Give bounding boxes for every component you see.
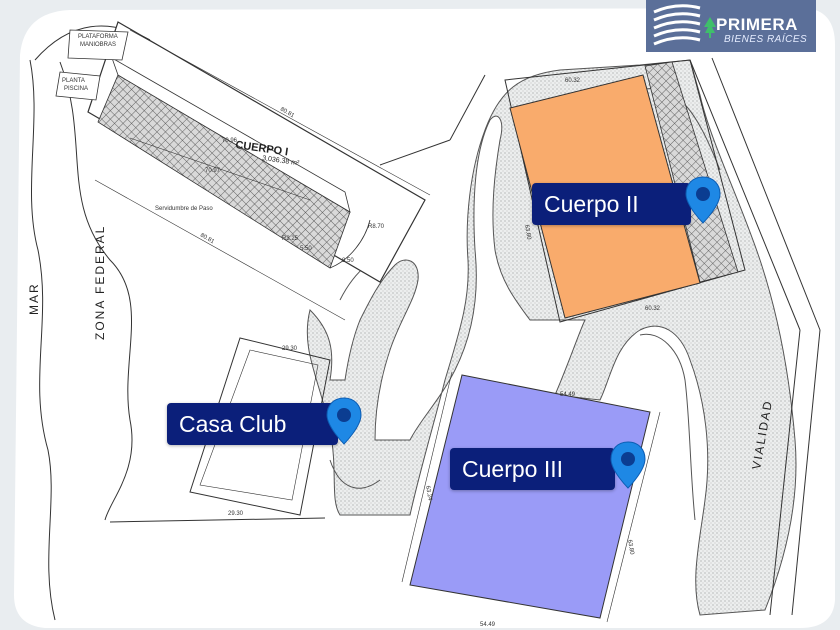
cuerpo-3-block: 54.49 54.49 63.24 63.80 — [401, 371, 661, 628]
cuerpo-2-location-pin-icon[interactable] — [683, 175, 723, 225]
coastline — [29, 59, 56, 621]
zona-federal-label: ZONA FEDERAL — [93, 225, 107, 340]
plataforma-label-1: PLATAFORMA — [78, 34, 118, 40]
road-curve-2 — [329, 459, 381, 489]
vialidad-edge-c — [769, 329, 801, 616]
dim-63-24: 63.24 — [424, 485, 433, 501]
dim-60-32-bottom: 60.32 — [645, 306, 661, 312]
cuerpo-1-block: PLATAFORMA MANIOBRAS PLANTA PISCINA CUER… — [55, 21, 431, 321]
brand-tree-icon — [704, 17, 716, 38]
dim-63-80-c3: 63.80 — [626, 539, 635, 555]
dim-70-96: 70.96 — [222, 138, 238, 144]
dim-54-49-bottom: 54.49 — [480, 622, 496, 628]
brand-subtitle: BIENES RAÍCES — [724, 34, 808, 45]
dim-r8-70: R8.70 — [368, 224, 385, 230]
casa-club-callout-label: Casa Club — [179, 411, 287, 437]
road-curve-3 — [639, 333, 696, 521]
dim-70-97: 70.97 — [205, 168, 221, 174]
planta-label-1: PLANTA — [62, 78, 85, 84]
boundary-diag-2 — [379, 139, 451, 166]
vialidad-edge-d — [791, 329, 821, 616]
cuerpo-3-fill — [409, 374, 651, 619]
boundary-diag — [449, 74, 486, 141]
dim-r3-25: R3.25 — [282, 236, 299, 242]
vialidad-edge-a — [689, 59, 801, 331]
cuerpo-3-callout-label: Cuerpo III — [462, 456, 563, 482]
servidumbre-label: Servidumbre de Paso — [155, 206, 213, 212]
planta-label-2: PISCINA — [64, 86, 88, 92]
casa-club-location-pin-icon[interactable] — [324, 396, 364, 446]
brand-logo: PRIMERA BIENES RAÍCES — [646, 0, 816, 52]
cuerpo-2-callout[interactable]: Cuerpo II — [532, 183, 691, 225]
cuerpo-3-callout[interactable]: Cuerpo III — [450, 448, 615, 490]
plataforma-label-2: MANIOBRAS — [80, 42, 116, 48]
brand-name: PRIMERA — [716, 15, 798, 34]
cuerpo-2-callout-label: Cuerpo II — [544, 191, 639, 217]
brand-stripes-icon — [653, 4, 701, 46]
dim-29-30-top: 29.30 — [282, 346, 298, 352]
casa-club-callout[interactable]: Casa Club — [167, 403, 339, 445]
dim-63-80: 63.80 — [523, 224, 532, 240]
dim-8-50: 8.50 — [342, 258, 354, 264]
dim-29-30-bottom: 29.30 — [228, 511, 244, 517]
dim-5-50: 5.50 — [300, 246, 312, 252]
dim-60-32-top: 60.32 — [565, 78, 581, 84]
zona-federal-line — [59, 61, 133, 521]
cuerpo-3-location-pin-icon[interactable] — [608, 440, 648, 490]
dim-54-49-top: 54.49 — [560, 392, 576, 398]
boundary-line — [109, 517, 326, 523]
vialidad-edge-b — [711, 57, 821, 331]
mar-label: MAR — [27, 282, 41, 315]
